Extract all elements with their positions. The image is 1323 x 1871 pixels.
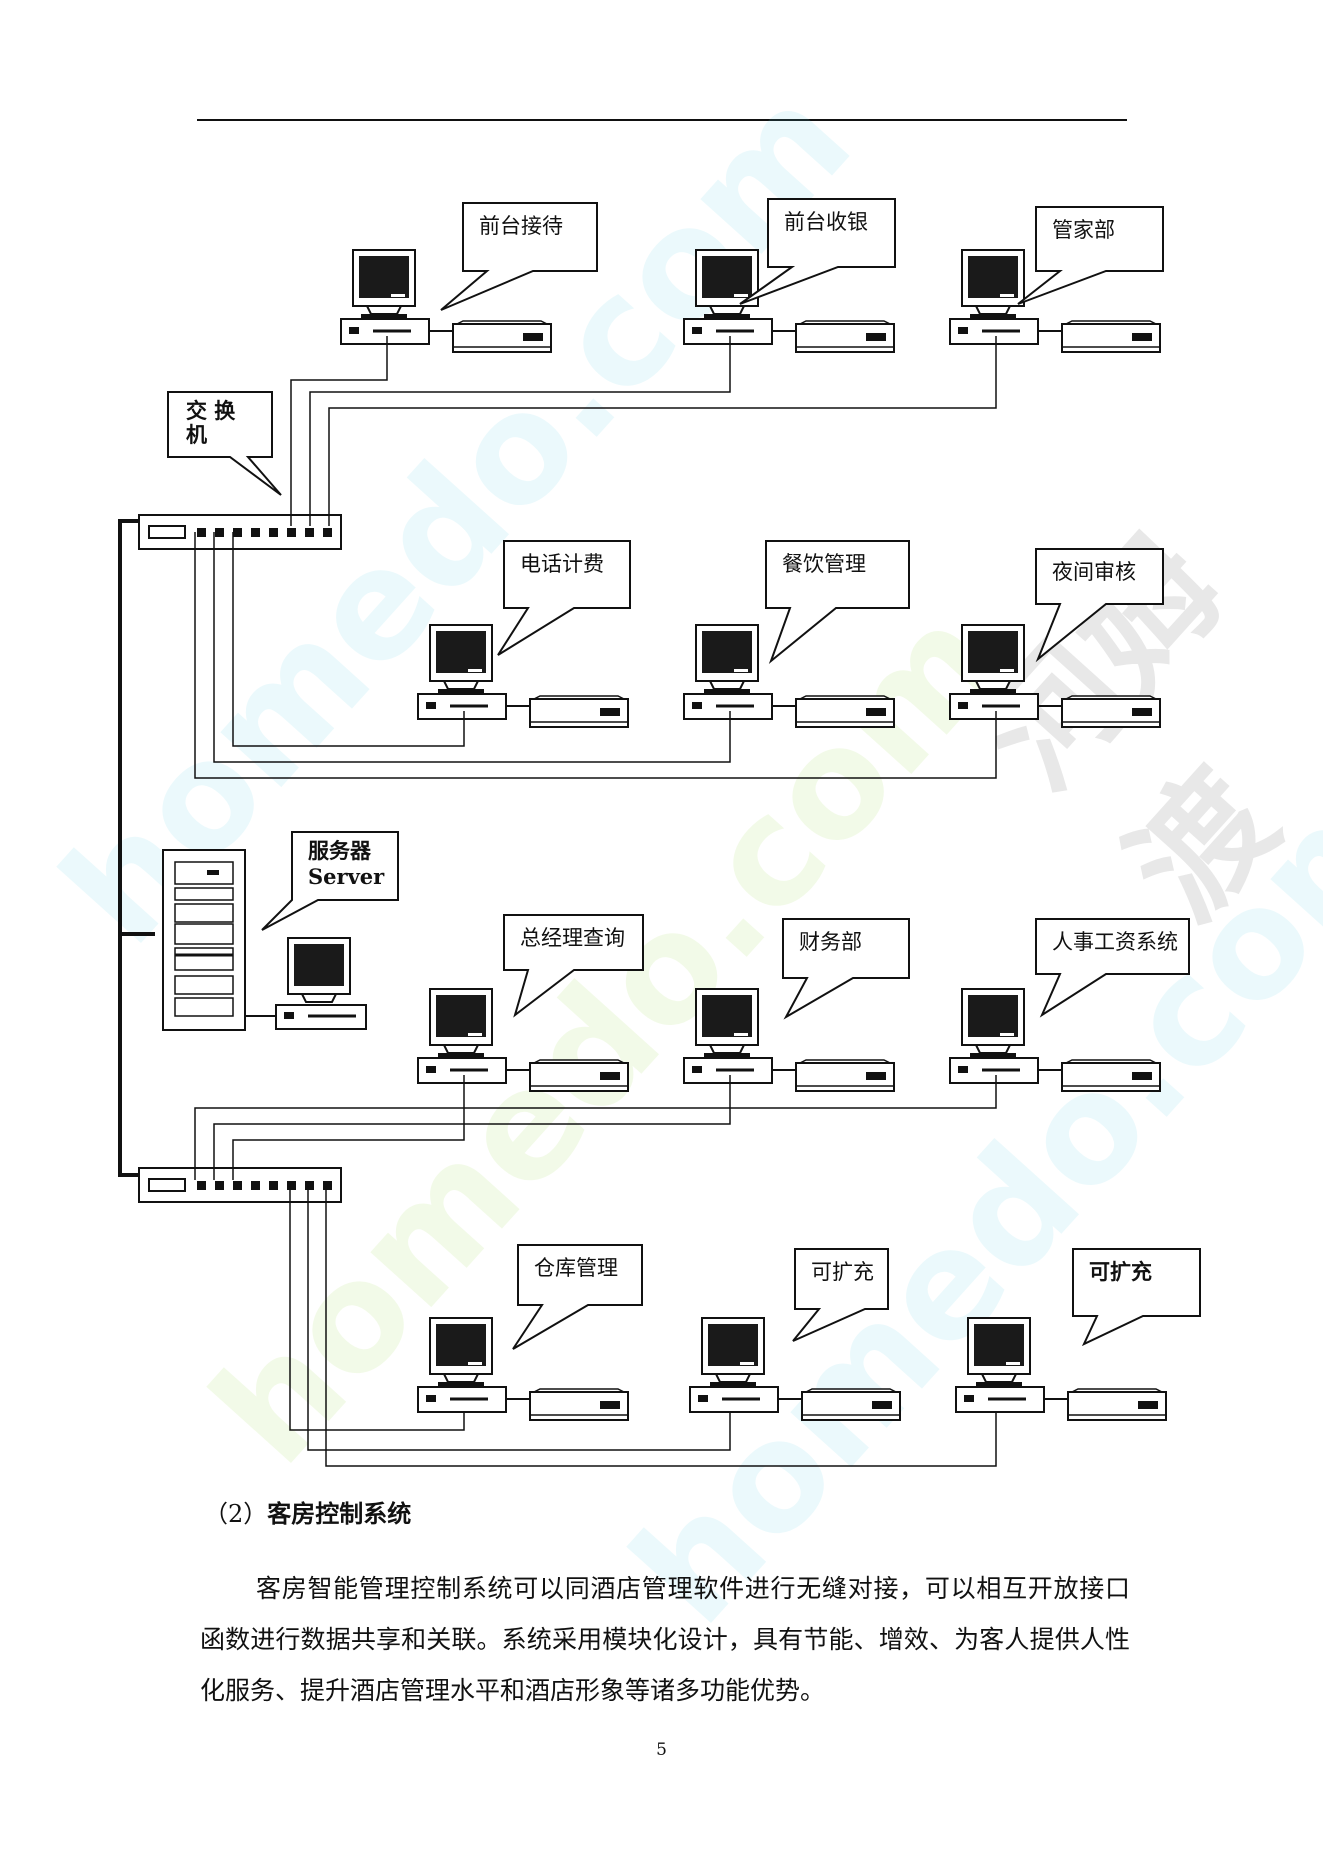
terminal: 人事工资系统: [948, 918, 1190, 1093]
callout-bubble: [792, 1248, 889, 1342]
callout-bubble: [1035, 548, 1164, 663]
terminal-label: 电话计费: [520, 552, 604, 576]
terminal-label: 餐饮管理: [782, 552, 866, 576]
terminal-label: 可扩充: [1089, 1259, 1152, 1284]
terminal: 总经理查询: [416, 914, 644, 1093]
callout-bubble: [440, 202, 598, 311]
callout-bubble: [1035, 918, 1190, 1018]
header-rule: [197, 119, 1127, 121]
callout-bubble: [1017, 206, 1164, 305]
callout-bubble: [503, 914, 644, 1018]
terminal: 前台收银: [682, 198, 896, 354]
terminal-label: 管家部: [1052, 218, 1115, 242]
workstation-with-printer: [954, 1316, 1168, 1422]
terminal: 夜间审核: [948, 548, 1164, 729]
terminal: 电话计费: [416, 540, 631, 729]
terminal: 前台接待: [339, 202, 598, 354]
workstation-with-printer: [688, 1316, 902, 1422]
section-heading: （2）客房控制系统: [204, 1494, 411, 1529]
terminal-label: 夜间审核: [1052, 560, 1136, 584]
server-label-en: Server: [308, 864, 385, 889]
switch-callout: 交 换 机: [167, 391, 282, 496]
terminal: 财务部: [682, 918, 910, 1093]
callout-bubble: [782, 918, 910, 1020]
terminal: 餐饮管理: [682, 540, 910, 729]
body-paragraph: 客房智能管理控制系统可以同酒店管理软件进行无缝对接，可以相互开放接口函数进行数据…: [200, 1574, 1130, 1705]
callout-bubble: [497, 540, 631, 656]
terminal: 管家部: [948, 206, 1164, 354]
terminal-label: 财务部: [799, 930, 862, 954]
section-number: （2）: [204, 1500, 268, 1528]
server-label-cn: 服务器: [308, 838, 372, 863]
server-workstation: [245, 937, 367, 1030]
switch-label-line2: 机: [186, 422, 207, 447]
terminal-label: 可扩充: [811, 1260, 874, 1284]
terminal-label: 前台收银: [784, 210, 868, 234]
terminal-label: 仓库管理: [534, 1256, 618, 1280]
workstation-with-printer: [682, 987, 896, 1093]
switch-label: 交 换 机: [186, 398, 243, 447]
terminal-label: 人事工资系统: [1052, 930, 1178, 954]
switch-label-line1: 交 换: [186, 398, 236, 423]
server-callout: 服务器 Server: [261, 831, 399, 931]
terminal: 可扩充: [954, 1248, 1201, 1422]
section-title: 客房控制系统: [267, 1499, 412, 1528]
page-number: 5: [656, 1740, 667, 1760]
terminal: 可扩充: [688, 1248, 902, 1422]
backbone: [118, 519, 155, 1177]
wiring: [194, 336, 997, 1467]
terminal-label: 总经理查询: [520, 926, 625, 950]
callout-bubble: [1072, 1248, 1201, 1347]
terminal: 仓库管理: [416, 1244, 643, 1422]
terminal-label: 前台接待: [479, 214, 563, 238]
callout-bubble: [739, 198, 896, 305]
switch-bottom: [138, 1167, 342, 1203]
server-rack: [162, 849, 246, 1031]
callout-bubble: [512, 1244, 643, 1350]
callout-bubble: [765, 540, 910, 665]
